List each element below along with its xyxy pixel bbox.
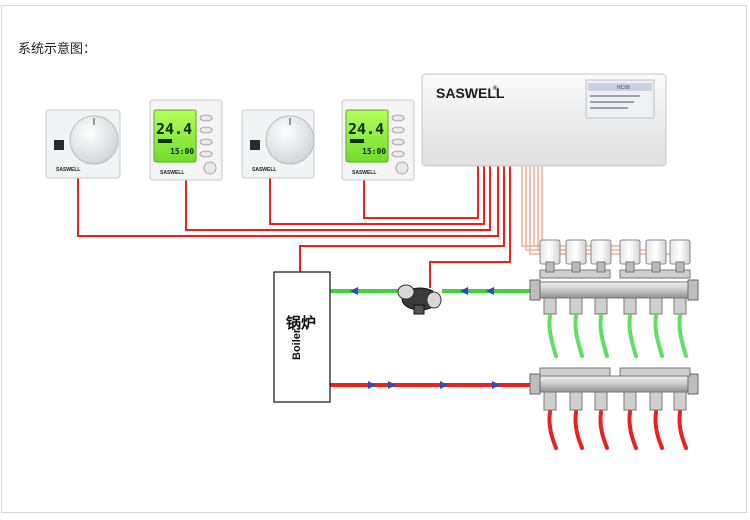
- actuator: [645, 239, 667, 273]
- boiler-pump-wiring: [299, 166, 511, 288]
- return-manifold: [529, 269, 699, 301]
- thermostat-2-time: 15:00: [170, 147, 194, 156]
- return-loops: [547, 314, 688, 358]
- actuator: [565, 239, 587, 273]
- supply-flow-arrow: [492, 381, 500, 389]
- supply-loops: [547, 410, 688, 450]
- thermostat-4-button: [391, 138, 405, 146]
- thermostat-lcd-2: 24.4 15:00 SASWELL: [149, 99, 223, 181]
- supply-flow-arrow: [388, 381, 396, 389]
- boiler-label-cn: 锅炉: [286, 314, 316, 332]
- thermostat-2-button: [203, 161, 217, 175]
- thermostat-2-button: [199, 138, 213, 146]
- thermostat-4-brand: SASWELL: [352, 170, 376, 176]
- return-flow-arrow: [460, 287, 468, 295]
- page-title: 系统示意图：: [18, 42, 97, 57]
- supply-flow-arrow: [368, 381, 376, 389]
- thermostat-2-button: [199, 114, 213, 122]
- thermostat-4-button: [395, 161, 409, 175]
- thermostat-2-button: [199, 150, 213, 158]
- thermostat-4-button: [391, 126, 405, 134]
- wiring-center-controller: SASWELL ® HC08: [421, 73, 667, 167]
- supply-flow-arrow: [440, 381, 448, 389]
- supply-pipe: [330, 381, 536, 389]
- return-outlets: [543, 297, 687, 315]
- circulation-pump: [397, 284, 442, 315]
- thermostat-2-temperature: 24.4: [156, 120, 192, 138]
- supply-manifold: [529, 367, 699, 395]
- thermostat-4-temperature: 24.4: [348, 120, 384, 138]
- boiler: 锅炉 Boiler: [273, 271, 331, 403]
- thermostat-3-brand: SASWELL: [252, 167, 276, 173]
- return-flow-arrow: [486, 287, 494, 295]
- thermostat-dial-3: SASWELL: [241, 109, 315, 179]
- thermostat-1-brand: SASWELL: [56, 167, 80, 173]
- controller-label-plate: HC08: [585, 79, 655, 119]
- actuator: [539, 239, 561, 273]
- thermostat-4-button: [391, 150, 405, 158]
- thermostat-2-brand: SASWELL: [160, 170, 184, 176]
- thermostat-4-time: 15:00: [362, 147, 386, 156]
- actuator: [590, 239, 612, 273]
- thermostat-2-button: [199, 126, 213, 134]
- supply-outlets: [543, 391, 687, 411]
- thermostat-4-button: [391, 114, 405, 122]
- thermostat-dial-1: SASWELL: [45, 109, 121, 179]
- actuator: [619, 239, 641, 273]
- thermostat-wiring: [77, 166, 499, 237]
- actuators: [539, 239, 691, 273]
- return-pipe: [330, 287, 536, 295]
- return-flow-arrow: [350, 287, 358, 295]
- thermostat-lcd-4: 24.4 15:00 SASWELL: [341, 99, 415, 181]
- controller-brand: SASWELL: [436, 85, 505, 101]
- actuator: [669, 239, 691, 273]
- boiler-label-en: Boiler: [291, 328, 303, 360]
- controller-registered-mark: ®: [493, 85, 498, 92]
- diagram-frame: [1, 5, 747, 513]
- controller-model: HC08: [617, 85, 630, 91]
